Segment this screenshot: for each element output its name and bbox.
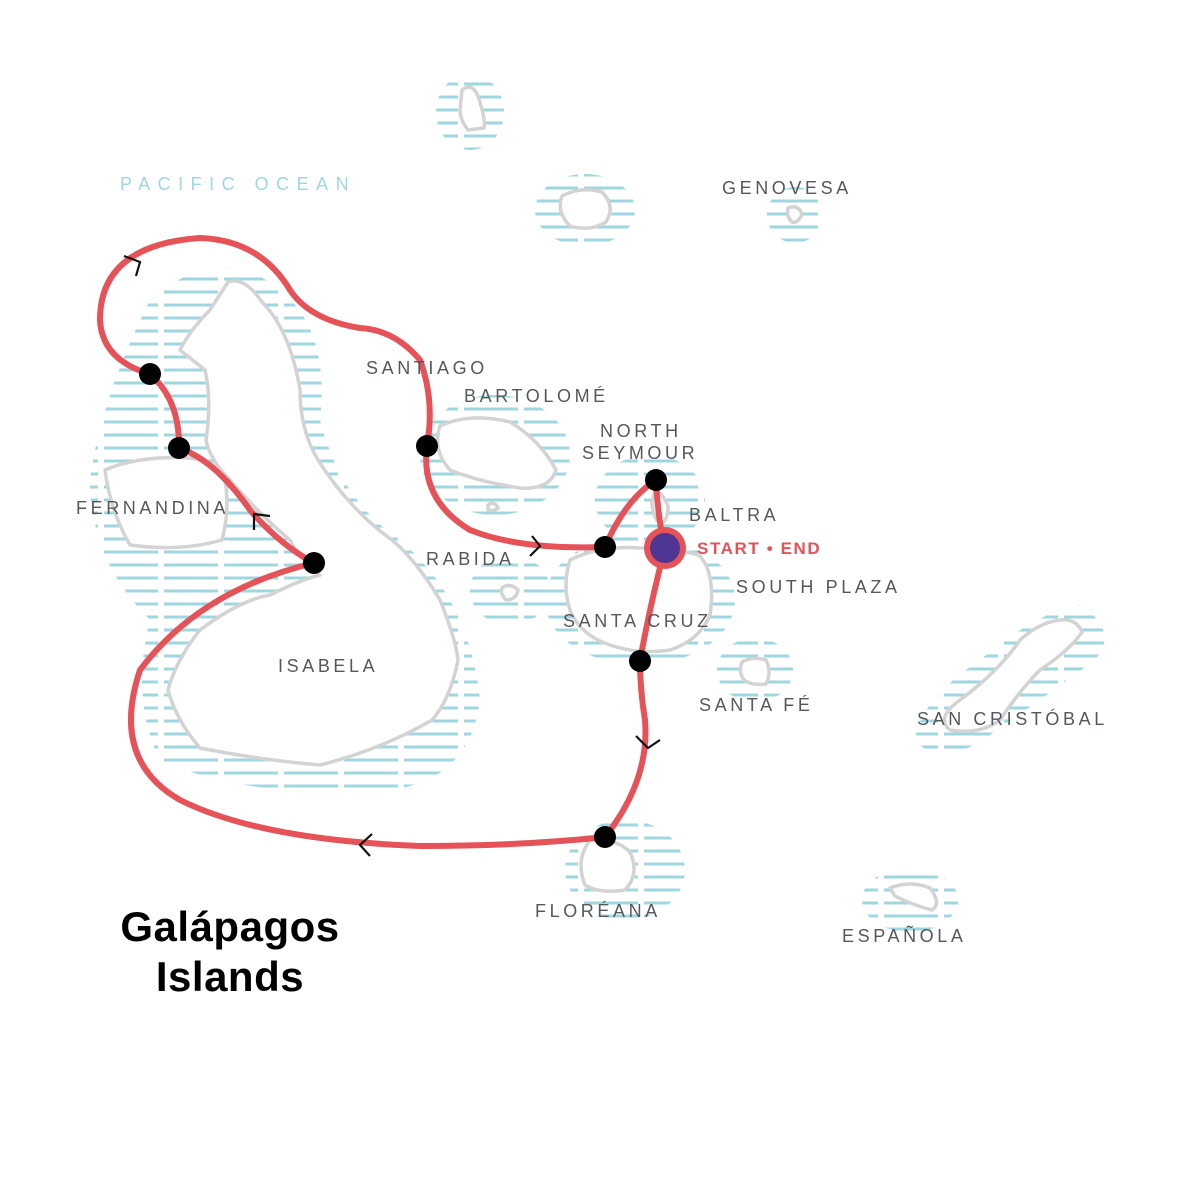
label-genovesa: GENOVESA [722,178,852,198]
island-floreana [579,838,636,893]
island-rabida [499,583,520,602]
island-santa-cruz [564,545,714,654]
label-san-cristobal: SAN CRISTÓBAL [917,708,1108,729]
stop-fernandina [168,437,190,459]
arrow-down-icon [635,735,661,750]
cruise-route [97,235,668,849]
label-santiago: SANTIAGO [366,358,488,378]
stop-isabela-west [303,552,325,574]
map-title-line2: Islands [155,953,305,1000]
island-fernandina [103,455,229,550]
label-north-seymour-1: NORTH [600,421,682,441]
label-start-end: START • END [697,539,821,558]
island-santa-fe [738,656,771,687]
label-floreana: FLORÉANA [535,901,661,921]
arrow-right-icon [529,535,542,557]
label-espanola: ESPAÑOLA [842,925,967,946]
ocean-label: PACIFIC OCEAN [120,174,356,194]
label-santa-cruz: SANTA CRUZ [563,611,712,631]
island-wolf [458,85,487,132]
label-santa-fe: SANTA FÉ [699,695,814,715]
route-direction-arrows [123,254,661,857]
island-marchena [558,188,612,230]
label-north-seymour-2: SEYMOUR [582,443,698,463]
label-fernandina: FERNANDINA [76,498,229,518]
map-title-line1: Galápagos [120,903,340,950]
stop-floreana [594,826,616,848]
route-stops [139,363,686,848]
arrow-up-left-icon [252,512,271,530]
island-genovesa [785,205,804,225]
map-title: Galápagos Islands [40,902,420,1002]
label-isabela: ISABELA [278,656,378,676]
arrow-right-icon [123,254,142,277]
island-bartolome-islet [486,501,500,513]
label-bartolome: BARTOLOMÉ [464,386,609,406]
stop-santa-cruz-south [629,650,651,672]
stop-santiago [416,435,438,457]
island-isabela [166,279,460,767]
label-baltra: BALTRA [689,505,779,525]
stop-north-seymour [645,469,667,491]
stop-isabela-north [139,363,161,385]
island-espanola [888,882,939,912]
label-south-plaza: SOUTH PLAZA [736,577,901,597]
start-end-marker [650,533,680,563]
island-san-cristobal [942,618,1084,733]
map-labels: PACIFIC OCEAN GENOVESA SANTIAGO BARTOLOM… [76,174,1108,946]
arrow-left-icon [358,833,373,857]
label-rabida: RABIDA [426,549,515,569]
stop-santa-cruz-north [594,536,616,558]
island-outlines [103,85,1084,912]
island-santiago [435,416,558,490]
